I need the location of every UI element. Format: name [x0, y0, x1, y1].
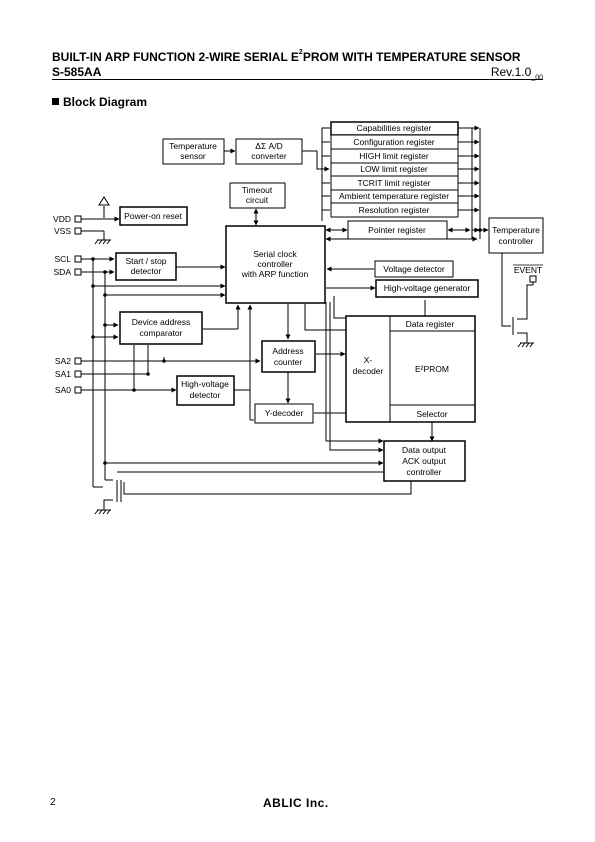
svg-text:ΔΣ A/D: ΔΣ A/D	[255, 141, 282, 151]
ambient-temperature-register: Ambient temperature register	[339, 191, 449, 201]
part-number: S-585AA	[52, 65, 102, 79]
svg-text:Temperature: Temperature	[492, 225, 540, 235]
svg-text:ACK output: ACK output	[402, 456, 446, 466]
capabilities-register: Capabilities register	[357, 123, 432, 133]
svg-text:comparator: comparator	[140, 328, 183, 338]
power-on-reset-block: Power-on reset	[119, 206, 188, 226]
y-decoder-block: Y-decoder	[254, 403, 314, 424]
tcrit-limit-register: TCRIT limit register	[357, 178, 430, 188]
svg-text:Y-decoder: Y-decoder	[265, 408, 304, 418]
data-register: Data register	[406, 319, 455, 329]
pin-label-vss: VSS	[54, 226, 71, 236]
pin-label-sa0: SA0	[55, 385, 71, 395]
svg-text:converter: converter	[251, 151, 287, 161]
page-number: 2	[50, 797, 56, 808]
svg-text:Serial clock: Serial clock	[253, 249, 297, 259]
eeprom-array-block: Data register X- decoder E²PROM Selector	[345, 315, 476, 423]
pin-scl-square	[74, 255, 82, 263]
pin-sda-square	[74, 268, 82, 276]
svg-text:Power-on reset: Power-on reset	[124, 211, 182, 221]
document-title: BUILT-IN ARP FUNCTION 2-WIRE SERIAL E2PR…	[52, 49, 521, 64]
section-title: Block Diagram	[52, 95, 147, 109]
pin-sa2-square	[74, 357, 82, 365]
pin-label-scl: SCL	[54, 254, 71, 264]
svg-text:detector: detector	[190, 390, 221, 400]
high-limit-register: HIGH limit register	[359, 151, 429, 161]
address-counter-block: Address counter	[261, 340, 316, 373]
svg-text:sensor: sensor	[180, 151, 206, 161]
pointer-register-block: Pointer register	[347, 220, 448, 240]
high-voltage-detector-block: High-voltage detector	[176, 375, 235, 406]
svg-text:High-voltage: High-voltage	[181, 379, 229, 389]
svg-text:Data output: Data output	[402, 445, 447, 455]
pin-event-square	[529, 275, 537, 283]
svg-text:decoder: decoder	[353, 366, 384, 376]
pin-sa0-square	[74, 386, 82, 394]
pin-sa1-square	[74, 370, 82, 378]
adc-block: ΔΣ A/D converter	[235, 138, 303, 165]
pin-label-event: EVENT	[514, 265, 542, 275]
svg-text:circuit: circuit	[246, 195, 269, 205]
selector: Selector	[416, 409, 447, 419]
svg-text:Pointer register: Pointer register	[368, 225, 426, 235]
pin-vss-square	[74, 227, 82, 235]
temperature-sensor-block: Temperature sensor	[162, 138, 225, 165]
svg-text:Start / stop: Start / stop	[125, 256, 166, 266]
eeprom-label: E²PROM	[415, 364, 449, 374]
svg-text:High-voltage generator: High-voltage generator	[384, 283, 471, 293]
brand-footer: ABLIC Inc.	[263, 796, 329, 810]
timeout-circuit-block: Timeout circuit	[229, 182, 286, 209]
header-rule	[52, 79, 543, 80]
register-stack: Capabilities register Configuration regi…	[330, 121, 459, 218]
start-stop-detector-block: Start / stop detector	[115, 252, 177, 281]
configuration-register: Configuration register	[353, 137, 434, 147]
voltage-detector-block: Voltage detector	[374, 260, 454, 278]
pin-label-sa2: SA2	[55, 356, 71, 366]
high-voltage-generator-block: High-voltage generator	[375, 279, 479, 298]
pin-vdd-square	[74, 215, 82, 223]
svg-text:Address: Address	[272, 346, 303, 356]
pin-label-sda: SDA	[54, 267, 72, 277]
device-address-comparator-block: Device address comparator	[119, 311, 203, 345]
svg-text:Device address: Device address	[132, 317, 191, 327]
pin-label-vdd: VDD	[53, 214, 71, 224]
low-limit-register: LOW limit register	[360, 164, 428, 174]
svg-text:controller: controller	[407, 467, 442, 477]
svg-text:detector: detector	[131, 266, 162, 276]
data-output-controller-block: Data output ACK output controller	[383, 440, 466, 482]
svg-text:controller: controller	[258, 259, 293, 269]
bullet-square-icon	[52, 98, 59, 105]
serial-clock-controller-block: Serial clock controller with ARP functio…	[225, 225, 326, 304]
x-decoder: X-	[364, 355, 373, 365]
temperature-controller-block: Temperature controller	[488, 217, 544, 254]
svg-text:counter: counter	[274, 357, 303, 367]
svg-text:controller: controller	[499, 236, 534, 246]
revision: Rev.1.0_00	[490, 65, 543, 82]
resolution-register: Resolution register	[359, 205, 430, 215]
svg-text:Voltage detector: Voltage detector	[383, 264, 445, 274]
pin-label-sa1: SA1	[55, 369, 71, 379]
ground-icon	[94, 239, 534, 515]
svg-text:with ARP function: with ARP function	[241, 269, 309, 279]
svg-text:Temperature: Temperature	[169, 141, 217, 151]
svg-text:Timeout: Timeout	[242, 185, 273, 195]
